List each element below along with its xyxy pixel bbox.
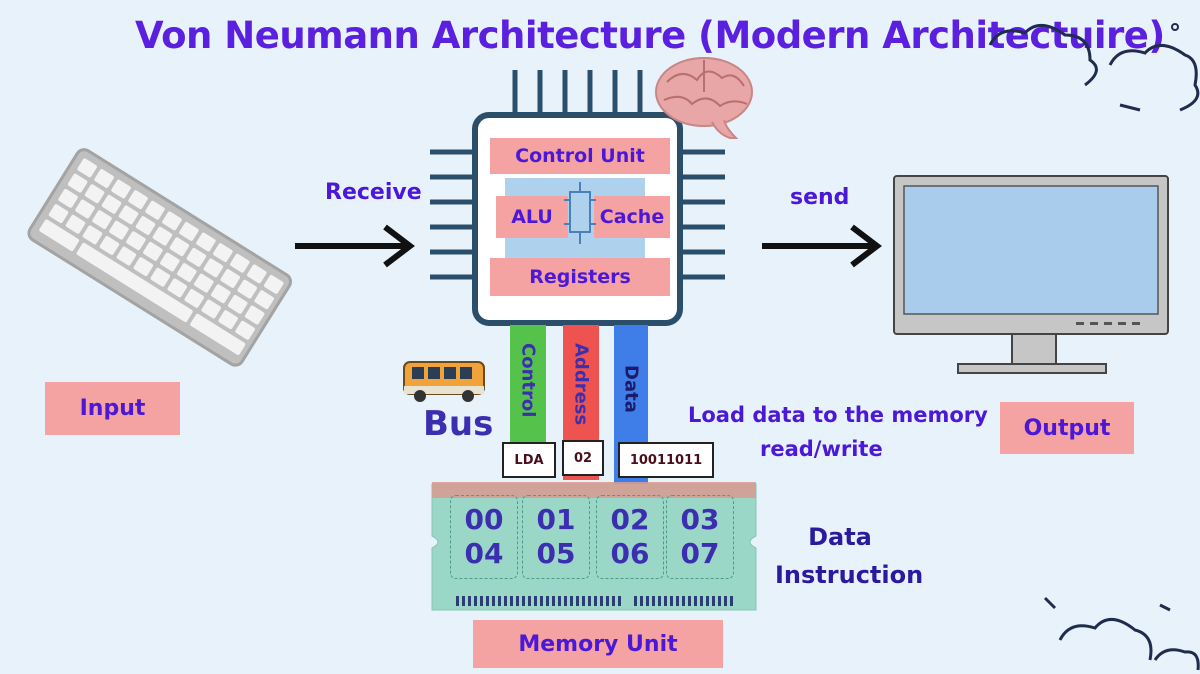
alu-box: ALU bbox=[496, 196, 568, 238]
receive-arrow bbox=[295, 224, 415, 268]
memory-cell-00-04: 00 04 bbox=[450, 495, 518, 579]
load-data-text: Load data to the memory bbox=[688, 403, 988, 427]
bus-label: Bus bbox=[423, 404, 494, 444]
memory-address: 06 bbox=[610, 537, 650, 570]
memory-cell-01-05: 01 05 bbox=[522, 495, 590, 579]
memory-address: 02 bbox=[610, 503, 650, 536]
receive-label: Receive bbox=[325, 180, 422, 205]
input-label: Input bbox=[45, 382, 180, 435]
brain-icon bbox=[655, 57, 753, 139]
legend-instruction: Instruction bbox=[775, 561, 924, 589]
cloud-icon bbox=[988, 23, 1200, 112]
memory-address: 04 bbox=[464, 537, 504, 570]
memory-address: 05 bbox=[536, 537, 576, 570]
bus-tag-address: 02 bbox=[562, 440, 604, 476]
send-label: send bbox=[790, 185, 850, 210]
memory-address: 07 bbox=[680, 537, 720, 570]
bus-tag-data: 10011011 bbox=[618, 442, 714, 478]
cloud-icon bbox=[1043, 596, 1200, 671]
bus-tag-control: LDA bbox=[502, 442, 556, 478]
cache-box: Cache bbox=[594, 196, 670, 238]
bus-line-control-label: Control bbox=[517, 343, 539, 418]
memory-address: 00 bbox=[464, 503, 504, 536]
memory-unit-label: Memory Unit bbox=[473, 620, 723, 668]
memory-address: 01 bbox=[536, 503, 576, 536]
page-title: Von Neumann Architecture (Modern Archite… bbox=[135, 14, 1165, 57]
memory-address: 03 bbox=[680, 503, 720, 536]
control-unit-box: Control Unit bbox=[490, 138, 670, 174]
read-write-text: read/write bbox=[760, 437, 883, 461]
circuit-icon bbox=[564, 182, 596, 244]
bus-vehicle-icon bbox=[403, 361, 485, 402]
bus-line-address-label: Address bbox=[570, 343, 592, 426]
legend-data: Data bbox=[808, 523, 872, 551]
monitor-icon bbox=[893, 175, 1169, 374]
output-label: Output bbox=[1000, 402, 1134, 454]
memory-legend: Data Instruction bbox=[775, 518, 924, 594]
memory-cell-03-07: 03 07 bbox=[666, 495, 734, 579]
registers-box: Registers bbox=[490, 258, 670, 296]
memory-cell-02-06: 02 06 bbox=[596, 495, 664, 579]
keyboard-icon bbox=[27, 148, 293, 367]
bus-line-data-label: Data bbox=[620, 365, 642, 413]
send-arrow bbox=[762, 224, 882, 268]
